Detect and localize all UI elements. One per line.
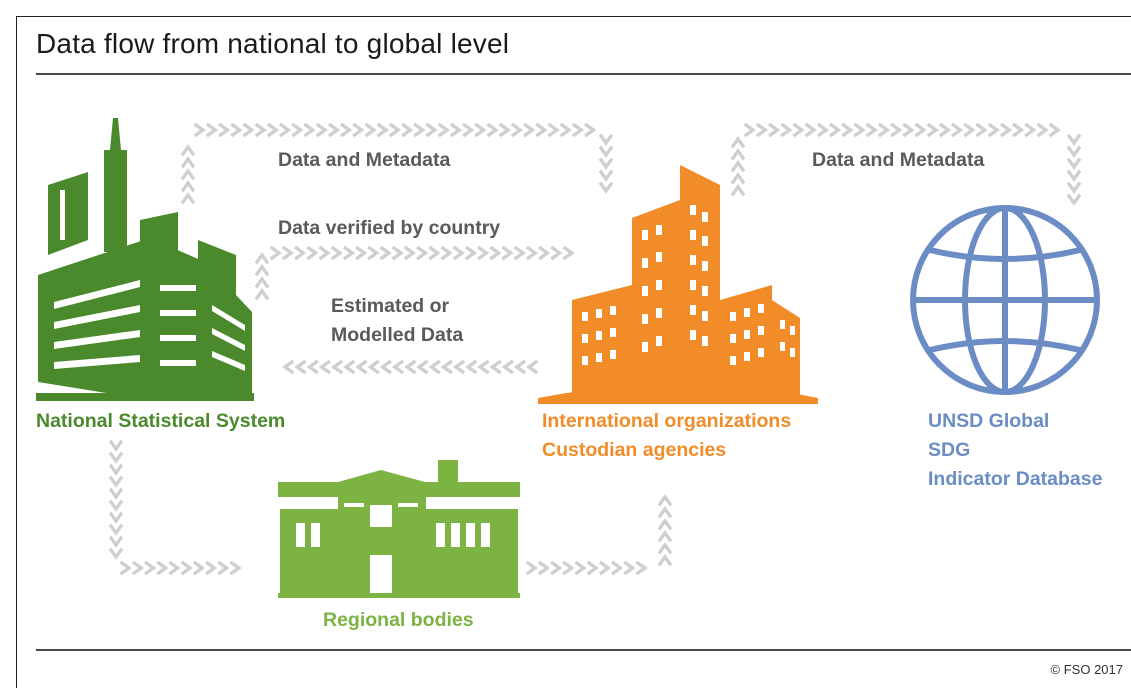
arrow-up-international bbox=[731, 137, 745, 196]
copyright-notice: © FSO 2017 bbox=[1050, 662, 1123, 677]
node-label-unsd-line3: Indicator Database bbox=[928, 468, 1103, 490]
node-label-regional: Regional bodies bbox=[323, 609, 474, 631]
arrow-left-estimated bbox=[283, 360, 538, 374]
node-label-national: National Statistical System bbox=[36, 410, 286, 432]
page-title: Data flow from national to global level bbox=[36, 28, 510, 59]
house-icon bbox=[278, 460, 520, 598]
arrow-right-top-left bbox=[194, 123, 596, 137]
arrow-down-to-globe bbox=[1067, 134, 1081, 205]
flow-label-modelled: Modelled Data bbox=[331, 324, 464, 346]
arrow-down-national bbox=[109, 440, 123, 559]
footer-divider bbox=[36, 649, 1131, 651]
orange-skyscrapers-icon bbox=[538, 165, 818, 404]
arrow-up-national bbox=[181, 145, 195, 204]
title-divider bbox=[36, 73, 1131, 75]
green-city-building-icon bbox=[36, 118, 254, 401]
arrow-right-to-regional bbox=[120, 561, 241, 575]
node-label-international-line1: International organizations bbox=[542, 410, 792, 432]
node-label-unsd-line1: UNSD Global bbox=[928, 410, 1050, 432]
arrow-up-verified bbox=[255, 253, 269, 300]
flow-label-data-metadata-left: Data and Metadata bbox=[278, 149, 451, 171]
flow-label-estimated: Estimated or bbox=[331, 295, 450, 317]
flow-label-data-metadata-right: Data and Metadata bbox=[812, 149, 985, 171]
arrow-down-to-international bbox=[599, 134, 613, 193]
node-label-unsd-line2: SDG bbox=[928, 439, 971, 461]
arrow-up-to-international bbox=[658, 495, 672, 566]
node-label-international-line2: Custodian agencies bbox=[542, 439, 727, 461]
arrow-right-from-regional bbox=[526, 561, 647, 575]
arrow-right-top-right bbox=[744, 123, 1060, 137]
arrow-right-verified bbox=[270, 246, 574, 260]
flow-label-data-verified: Data verified by country bbox=[278, 217, 501, 239]
globe-icon bbox=[910, 205, 1100, 395]
figure-frame bbox=[16, 16, 1131, 688]
